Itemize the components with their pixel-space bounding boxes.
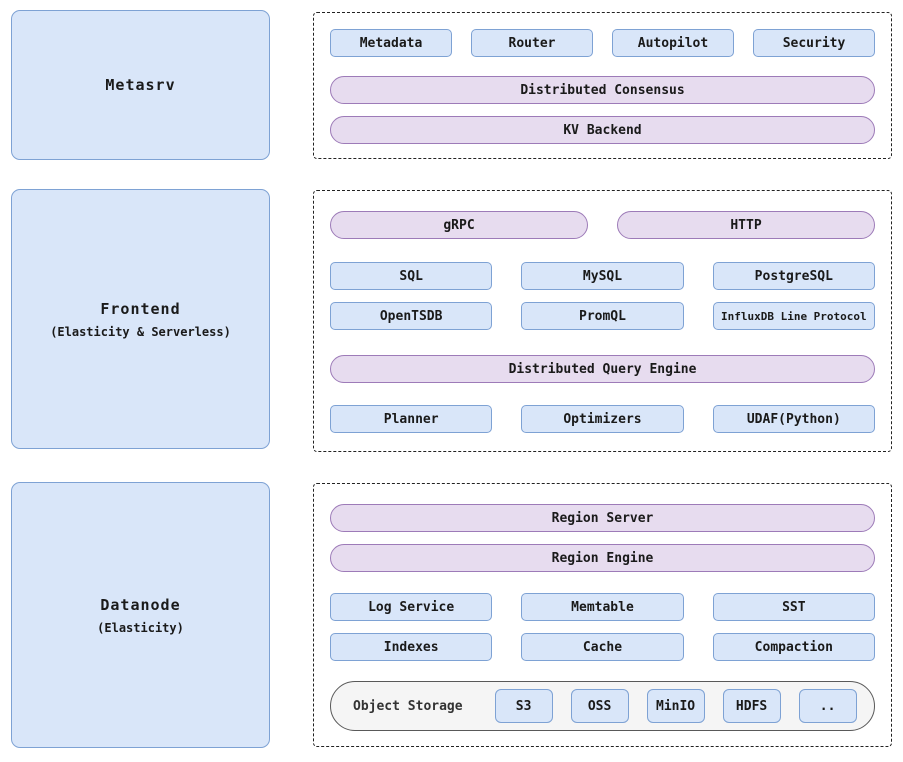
router-box: Router	[471, 29, 593, 57]
more-backends-box: ..	[798, 689, 857, 723]
region-server-pill: Region Server	[330, 504, 875, 532]
s3-box: S3	[494, 689, 553, 723]
metasrv-panel: Metadata Router Autopilot Security Distr…	[313, 12, 892, 159]
sst-box: SST	[712, 593, 875, 621]
sql-box: SQL	[330, 262, 493, 290]
datanode-block: Datanode (Elasticity)	[11, 482, 270, 748]
datanode-panel: Region Server Region Engine Log Service …	[313, 483, 892, 747]
udaf-python-box: UDAF(Python)	[712, 405, 875, 433]
transport-row: gRPC HTTP	[330, 211, 875, 239]
object-storage-container: Object Storage S3 OSS MinIO HDFS ..	[330, 681, 875, 731]
postgresql-box: PostgreSQL	[712, 262, 875, 290]
oss-box: OSS	[570, 689, 629, 723]
protocols-row-2: OpenTSDB PromQL InfluxDB Line Protocol	[330, 302, 875, 330]
cache-box: Cache	[521, 633, 684, 661]
datanode-components-row-1: Log Service Memtable SST	[330, 593, 875, 621]
distributed-consensus-pill: Distributed Consensus	[330, 76, 875, 104]
object-storage-backends: S3 OSS MinIO HDFS ..	[494, 689, 857, 723]
memtable-box: Memtable	[521, 593, 684, 621]
influxdb-line-protocol-box: InfluxDB Line Protocol	[712, 302, 875, 330]
frontend-subtitle: (Elasticity & Serverless)	[50, 324, 231, 339]
security-box: Security	[753, 29, 875, 57]
frontend-block: Frontend (Elasticity & Serverless)	[11, 189, 270, 449]
metasrv-block: Metasrv	[11, 10, 270, 160]
query-components-row: Planner Optimizers UDAF(Python)	[330, 405, 875, 433]
frontend-panel: gRPC HTTP SQL MySQL PostgreSQL OpenTSDB …	[313, 190, 892, 452]
hdfs-box: HDFS	[722, 689, 781, 723]
http-pill: HTTP	[617, 211, 875, 239]
autopilot-box: Autopilot	[612, 29, 734, 57]
metasrv-title: Metasrv	[105, 76, 176, 94]
distributed-query-engine-pill: Distributed Query Engine	[330, 355, 875, 383]
metasrv-services-row: Metadata Router Autopilot Security	[330, 29, 875, 57]
compaction-box: Compaction	[712, 633, 875, 661]
datanode-subtitle: (Elasticity)	[97, 620, 184, 635]
opentsdb-box: OpenTSDB	[330, 302, 493, 330]
protocols-row-1: SQL MySQL PostgreSQL	[330, 262, 875, 290]
kv-backend-pill: KV Backend	[330, 116, 875, 144]
region-engine-pill: Region Engine	[330, 544, 875, 572]
optimizers-box: Optimizers	[521, 405, 684, 433]
minio-box: MinIO	[646, 689, 705, 723]
log-service-box: Log Service	[330, 593, 493, 621]
planner-box: Planner	[330, 405, 493, 433]
promql-box: PromQL	[521, 302, 684, 330]
metadata-box: Metadata	[330, 29, 452, 57]
indexes-box: Indexes	[330, 633, 493, 661]
datanode-title: Datanode	[100, 595, 181, 614]
object-storage-label: Object Storage	[353, 698, 463, 714]
mysql-box: MySQL	[521, 262, 684, 290]
datanode-components-row-2: Indexes Cache Compaction	[330, 633, 875, 661]
grpc-pill: gRPC	[330, 211, 588, 239]
frontend-title: Frontend	[100, 299, 181, 318]
